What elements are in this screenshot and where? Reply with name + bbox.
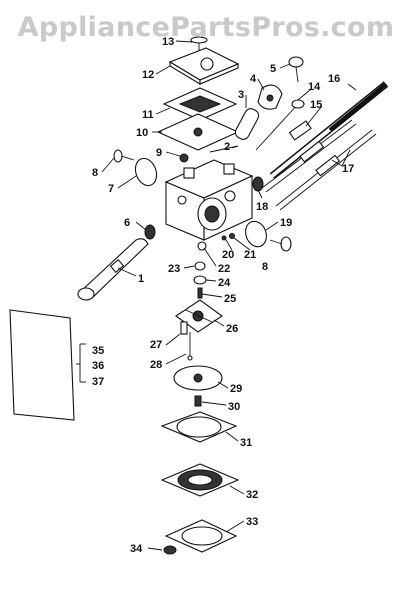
label-36: 36 <box>92 360 104 372</box>
part-19-disc <box>245 220 267 248</box>
label-20: 20 <box>222 249 234 261</box>
part-4-cam <box>257 84 283 110</box>
part-29-diaphragm <box>173 365 223 391</box>
part-labels: 13 12 11 10 9 8 7 6 1 3 4 5 2 14 15 16 1… <box>92 36 354 555</box>
part-6-spring <box>144 224 156 240</box>
part-7-disc <box>134 157 158 187</box>
label-31: 31 <box>240 437 252 449</box>
part-31-gasket <box>160 411 238 443</box>
label-22: 22 <box>218 263 230 275</box>
part-32-diaphragm <box>160 463 240 497</box>
part-28-needle <box>187 332 193 361</box>
label-35: 35 <box>92 345 104 357</box>
part-5-screw <box>288 56 304 83</box>
label-16: 16 <box>328 73 340 85</box>
label-1: 1 <box>138 273 144 285</box>
label-25: 25 <box>224 293 236 305</box>
part-25-screw <box>197 287 203 299</box>
label-18: 18 <box>256 201 268 213</box>
label-13: 13 <box>162 36 174 48</box>
label-4: 4 <box>250 73 257 85</box>
label-26: 26 <box>226 323 238 335</box>
part-24-lever <box>193 275 207 285</box>
parts-kit-sheet <box>9 309 86 421</box>
label-30: 30 <box>228 401 240 413</box>
part-20-pin <box>221 235 227 241</box>
label-10: 10 <box>136 127 148 139</box>
part-14-needle <box>255 99 305 151</box>
label-7: 7 <box>108 183 114 195</box>
part-8-screw-left <box>113 149 135 163</box>
label-9: 9 <box>156 147 162 159</box>
part-9-spring <box>179 153 189 163</box>
label-23: 23 <box>168 263 180 275</box>
label-3: 3 <box>238 89 244 101</box>
label-17: 17 <box>342 163 354 175</box>
part-33-cover <box>164 519 238 553</box>
label-15: 15 <box>310 99 322 111</box>
label-33: 33 <box>246 516 258 528</box>
part-21-screw <box>229 233 235 239</box>
label-21: 21 <box>244 249 256 261</box>
label-34: 34 <box>130 543 143 555</box>
part-18-spring <box>252 176 264 192</box>
carburetor-body <box>164 159 254 241</box>
label-8-left: 8 <box>92 167 98 179</box>
label-29: 29 <box>230 383 242 395</box>
part-27-pin <box>180 321 188 335</box>
part-17-needles <box>261 119 377 211</box>
part-2-lever <box>209 145 239 153</box>
label-11: 11 <box>142 109 154 121</box>
part-1-shaft <box>77 238 149 301</box>
label-37: 37 <box>92 376 104 388</box>
label-6: 6 <box>124 217 130 229</box>
part-11-plate <box>162 87 238 121</box>
part-23-spring <box>194 261 206 271</box>
part-16-shaft <box>269 81 389 179</box>
label-32: 32 <box>246 489 258 501</box>
part-12-cover <box>168 47 240 85</box>
label-2: 2 <box>224 141 230 153</box>
part-34-screw <box>163 545 177 555</box>
part-8-screw-right <box>269 236 292 252</box>
part-30-screw <box>194 395 202 407</box>
label-24: 24 <box>218 277 231 289</box>
leader-lines <box>101 40 357 551</box>
label-5: 5 <box>270 63 276 75</box>
label-27: 27 <box>150 339 162 351</box>
label-19: 19 <box>280 217 292 229</box>
label-28: 28 <box>150 359 162 371</box>
part-3-roller <box>234 108 260 140</box>
label-12: 12 <box>142 69 154 81</box>
label-8-right: 8 <box>262 261 268 273</box>
part-10-gasket <box>156 113 240 151</box>
label-14: 14 <box>308 81 321 93</box>
